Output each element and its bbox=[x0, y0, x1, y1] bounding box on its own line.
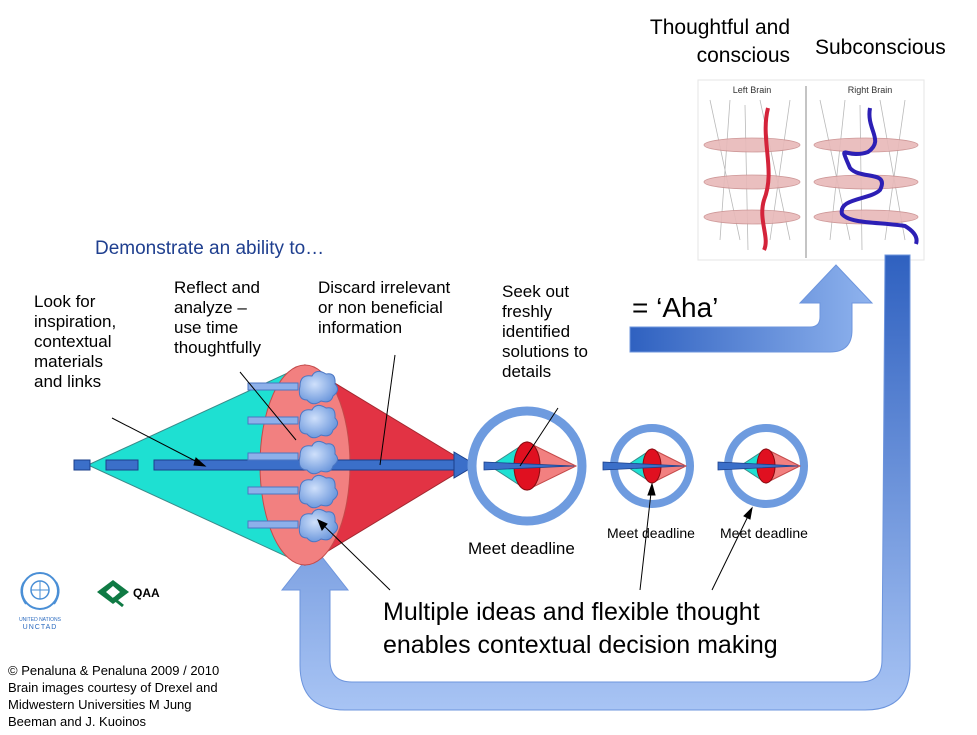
qaa-logo bbox=[97, 580, 129, 608]
right-brain-label: Right Brain bbox=[848, 85, 893, 95]
feedback-arrow bbox=[280, 254, 911, 711]
thoughtful-conscious-label: Thoughtful and conscious bbox=[649, 16, 790, 67]
idea-clouds bbox=[247, 370, 339, 543]
callout-lines bbox=[111, 354, 753, 591]
brain-image: Left Brain Right Brain bbox=[697, 79, 925, 261]
left-brain-path bbox=[760, 107, 771, 251]
magnifier-3 bbox=[717, 424, 808, 508]
credits: © Penaluna & Penaluna 2009 / 2010 Brain … bbox=[8, 663, 220, 729]
subconscious-label: Subconscious bbox=[815, 36, 946, 59]
deadline-1: Meet deadline bbox=[468, 539, 575, 558]
un-logo-line2: UNCTAD bbox=[23, 624, 58, 631]
magnifier-1 bbox=[467, 406, 587, 526]
aha-label: = ‘Aha’ bbox=[632, 292, 719, 323]
conclusion-text: Multiple ideas and flexible thought enab… bbox=[383, 598, 778, 659]
stage-discard: Discard irrelevant or non beneficial inf… bbox=[318, 278, 451, 337]
un-logo-line1: UNITED NATIONS bbox=[19, 617, 62, 623]
stage-seek: Seek out freshly identified solutions to… bbox=[502, 282, 588, 381]
magnifier-2 bbox=[602, 424, 694, 508]
aha-arrow bbox=[629, 264, 874, 353]
right-brain-path bbox=[839, 107, 919, 245]
heading: Demonstrate an ability to… bbox=[95, 238, 325, 259]
deadline-3: Meet deadline bbox=[720, 525, 808, 541]
qaa-logo-text: QAA bbox=[133, 586, 160, 600]
stage-look: Look for inspiration, contextual materia… bbox=[34, 292, 117, 391]
left-brain-label: Left Brain bbox=[733, 85, 772, 95]
deadline-2: Meet deadline bbox=[607, 525, 695, 541]
un-logo bbox=[20, 572, 60, 610]
stage-reflect: Reflect and analyze – use time thoughtfu… bbox=[174, 278, 261, 357]
